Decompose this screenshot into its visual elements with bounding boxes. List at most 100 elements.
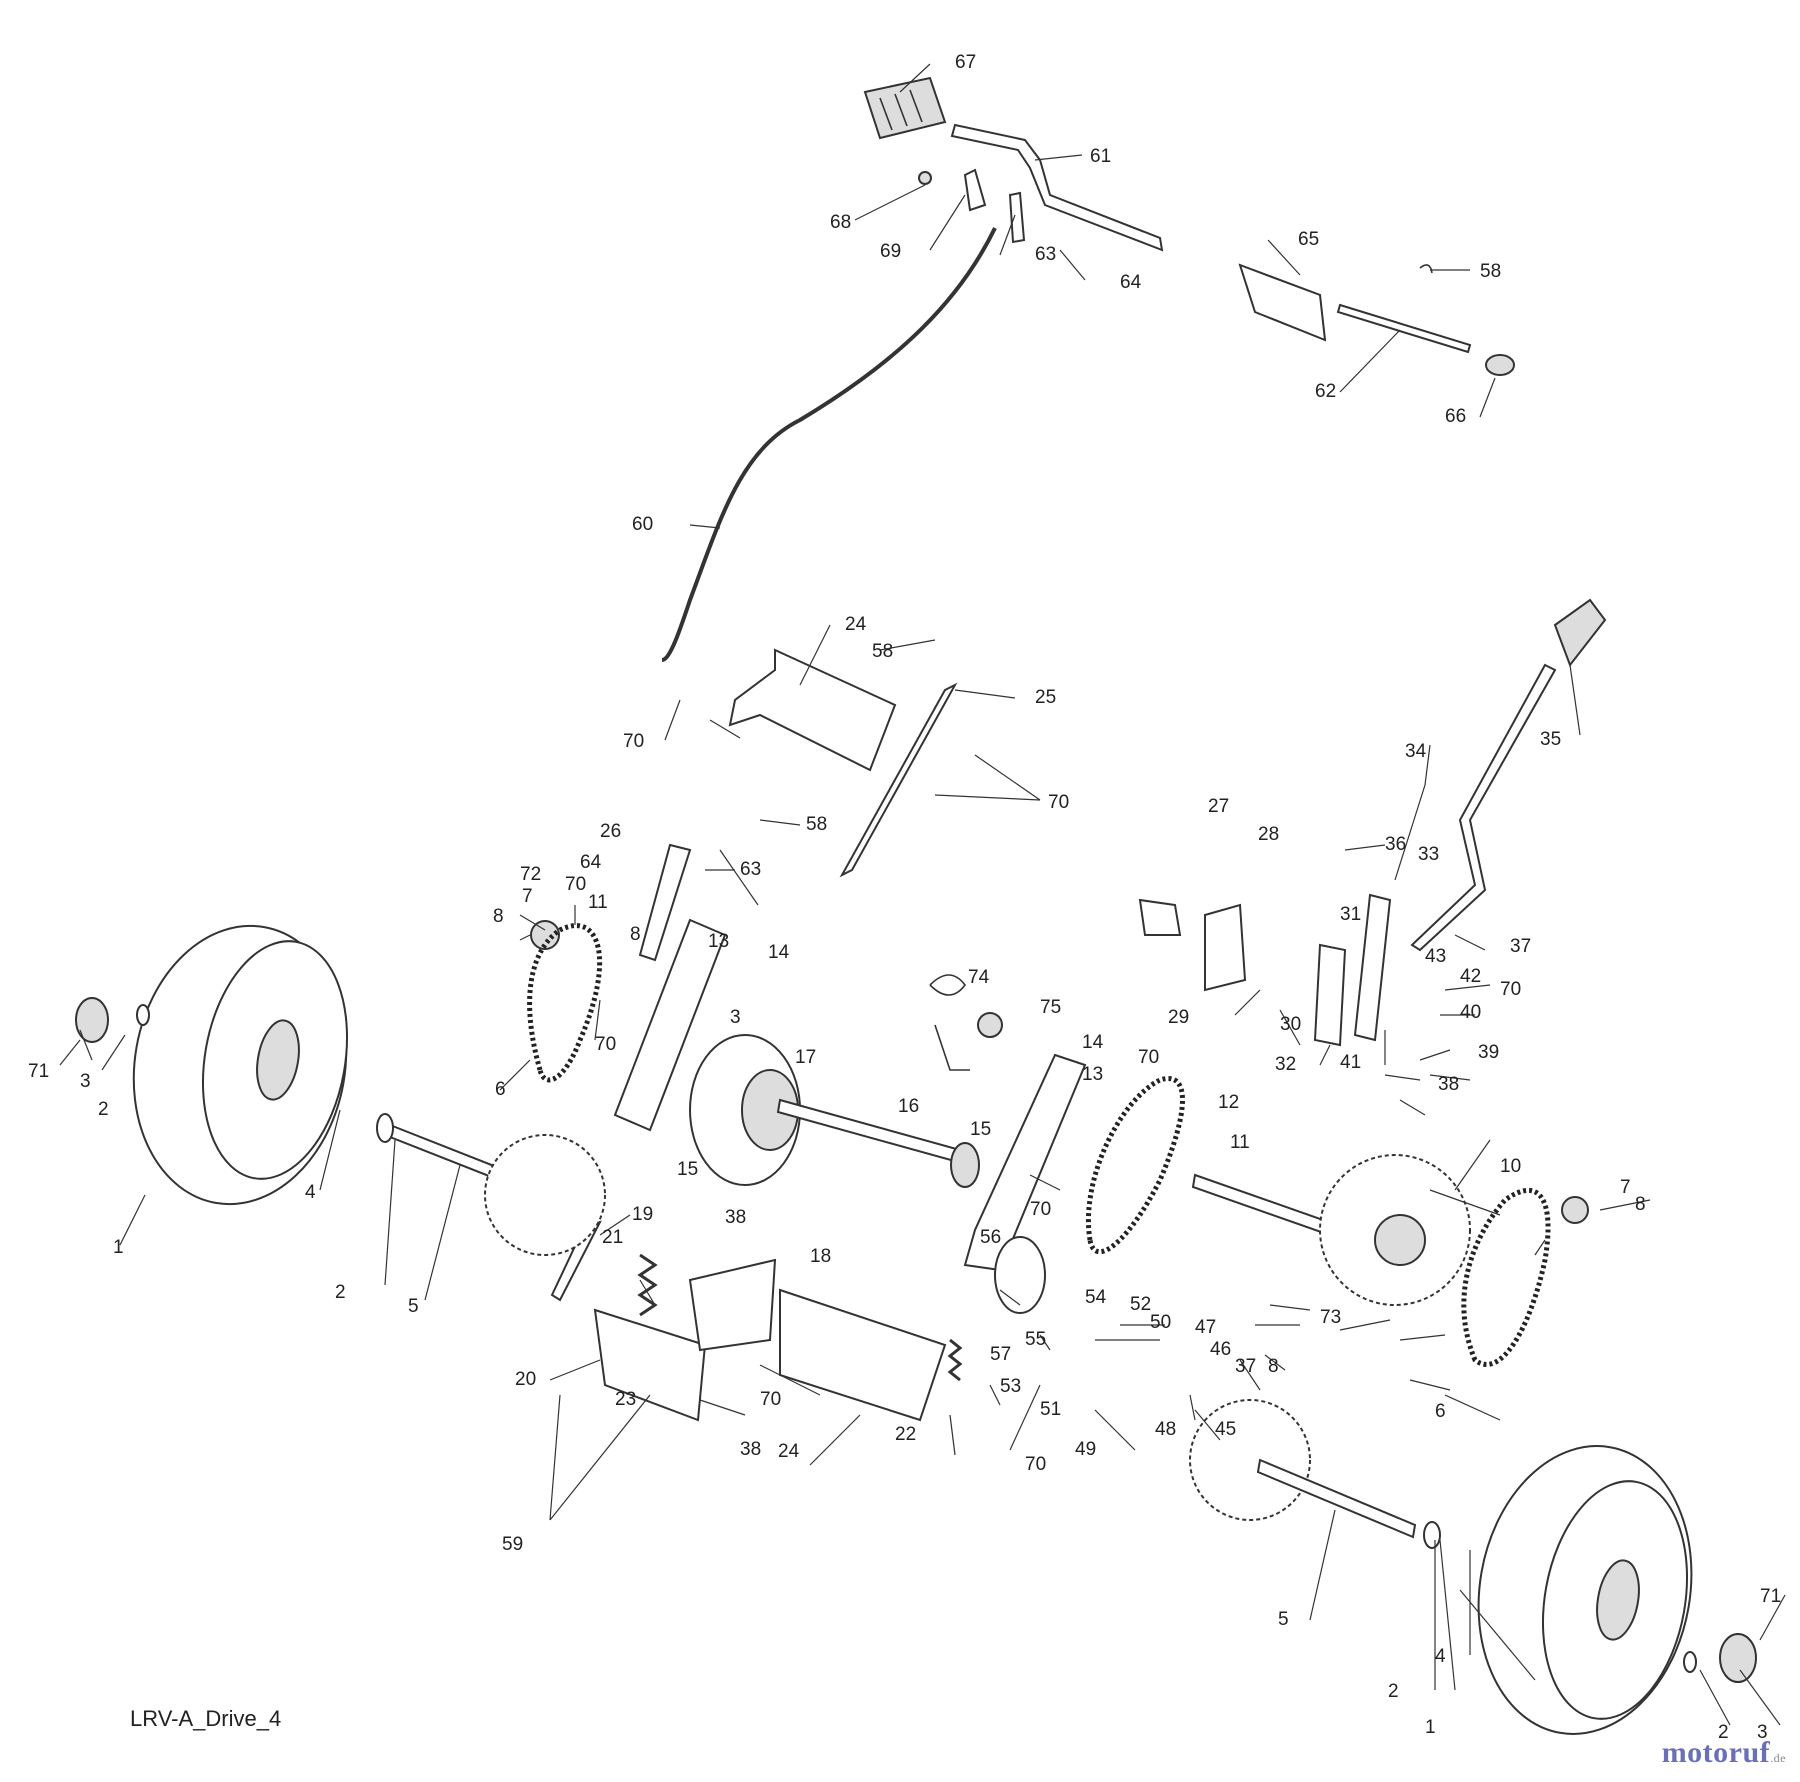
callout-57: 57	[990, 1344, 1011, 1365]
callout-73: 73	[1320, 1307, 1341, 1328]
callout-15-right: 15	[970, 1119, 991, 1140]
callout-5-right: 5	[1278, 1609, 1289, 1630]
washer-2-right-inner	[1423, 1521, 1441, 1549]
nut-68	[918, 171, 932, 185]
crossbar-24-lower	[779, 1288, 947, 1422]
callout-46: 46	[1210, 1339, 1231, 1360]
callout-65: 65	[1298, 229, 1319, 250]
control-bar-61	[950, 123, 1164, 252]
callout-74: 74	[968, 967, 990, 988]
callout-3-mid: 3	[730, 1007, 741, 1028]
plate-32	[1313, 943, 1347, 1047]
callout-70-c: 70	[565, 874, 586, 895]
callout-49: 49	[1075, 1439, 1096, 1460]
clip-58-top	[1419, 264, 1433, 274]
callout-75: 75	[1040, 997, 1061, 1018]
callout-17: 17	[795, 1047, 816, 1068]
callout-70-h: 70	[760, 1389, 781, 1410]
callout-48: 48	[1155, 1419, 1176, 1440]
bracket-69	[963, 168, 987, 212]
callout-58-top: 58	[1480, 261, 1501, 282]
callout-39: 39	[1478, 1042, 1499, 1063]
rod-25	[839, 682, 958, 878]
callout-13-left: 13	[708, 931, 729, 952]
callout-41: 41	[1340, 1052, 1361, 1073]
spring-74	[929, 974, 970, 1071]
bracket-65	[1238, 263, 1327, 342]
bracket-14-right	[963, 1053, 1087, 1272]
callout-7-right: 7	[1620, 1177, 1631, 1198]
callout-38-right: 38	[1438, 1074, 1459, 1095]
callout-25: 25	[1035, 687, 1056, 708]
callout-62: 62	[1315, 381, 1336, 402]
cable-60	[661, 227, 997, 662]
callout-20: 20	[515, 1369, 536, 1390]
callout-56: 56	[980, 1227, 1001, 1248]
callout-4-right: 4	[1435, 1646, 1446, 1667]
rod-62	[1336, 303, 1472, 354]
sprocket-7-right	[1561, 1196, 1589, 1224]
callout-8-left: 8	[493, 906, 504, 927]
callout-5-left: 5	[408, 1296, 419, 1317]
wheel-1-left	[132, 924, 349, 1206]
plate-33	[1353, 893, 1392, 1042]
callout-70-d: 70	[595, 1034, 616, 1055]
callout-42: 42	[1460, 966, 1481, 987]
callout-10: 10	[1500, 1156, 1521, 1177]
sprocket-5-right	[1189, 1399, 1311, 1521]
callout-6-left: 6	[495, 1079, 506, 1100]
callout-12: 12	[1218, 1092, 1239, 1113]
callout-59: 59	[502, 1534, 523, 1555]
pin-63-top	[1008, 191, 1026, 244]
callout-68: 68	[830, 212, 851, 233]
drive-pulley-17	[689, 1034, 801, 1186]
callout-37-low: 37	[1235, 1356, 1256, 1377]
plate-20	[593, 1308, 707, 1422]
sprocket-7-left	[530, 920, 560, 950]
handle-grip-67	[863, 76, 947, 140]
callout-71-right: 71	[1760, 1586, 1781, 1607]
callout-66: 66	[1445, 406, 1466, 427]
bracket-28	[1204, 903, 1247, 992]
callout-37-top: 37	[1510, 936, 1531, 957]
disc-56	[994, 1236, 1046, 1314]
callout-58-mid: 58	[872, 641, 893, 662]
washer-2-left-outer	[136, 1004, 150, 1026]
chain-6-left	[527, 923, 603, 1083]
crossbar-24-upper	[728, 648, 897, 772]
callout-2-right: 2	[1718, 1722, 1729, 1743]
callout-45: 45	[1215, 1419, 1236, 1440]
handle-34	[1410, 598, 1607, 952]
callout-33: 33	[1418, 844, 1439, 865]
callout-16: 16	[898, 1096, 919, 1117]
callout-22: 22	[895, 1424, 916, 1445]
spring-21	[637, 1253, 658, 1317]
chain-12	[1086, 1076, 1185, 1255]
callout-61: 61	[1090, 146, 1111, 167]
callout-64: 64	[1120, 272, 1142, 293]
callout-35: 35	[1540, 729, 1561, 750]
bearing-15	[950, 1142, 980, 1188]
callout-30: 30	[1280, 1014, 1301, 1035]
callout-70-g: 70	[1500, 979, 1521, 1000]
callout-1-left: 1	[113, 1237, 124, 1258]
callout-40: 40	[1460, 1002, 1481, 1023]
callout-63-b: 63	[740, 859, 761, 880]
callout-24-upper: 24	[845, 614, 867, 635]
callout-labels: 67 61 68 69 63 64 65 58 62 66 60 24 58 2…	[28, 52, 1781, 1743]
callout-3-left: 3	[80, 1071, 91, 1092]
callout-47: 47	[1195, 1317, 1216, 1338]
shaft-16	[776, 1098, 962, 1164]
callout-27: 27	[1208, 796, 1229, 817]
washer-2-right-outer	[1683, 1651, 1697, 1673]
sprocket-10	[1319, 1154, 1471, 1306]
callout-51: 51	[1040, 1399, 1061, 1420]
callout-67: 67	[955, 52, 976, 73]
callout-52: 52	[1130, 1294, 1151, 1315]
callout-58-low: 58	[806, 814, 827, 835]
watermark-text: motoruf	[1661, 1736, 1771, 1769]
callout-72: 72	[520, 864, 541, 885]
chain-6-right	[1461, 1187, 1551, 1367]
knob-66	[1485, 354, 1515, 376]
callout-70-a: 70	[623, 731, 644, 752]
